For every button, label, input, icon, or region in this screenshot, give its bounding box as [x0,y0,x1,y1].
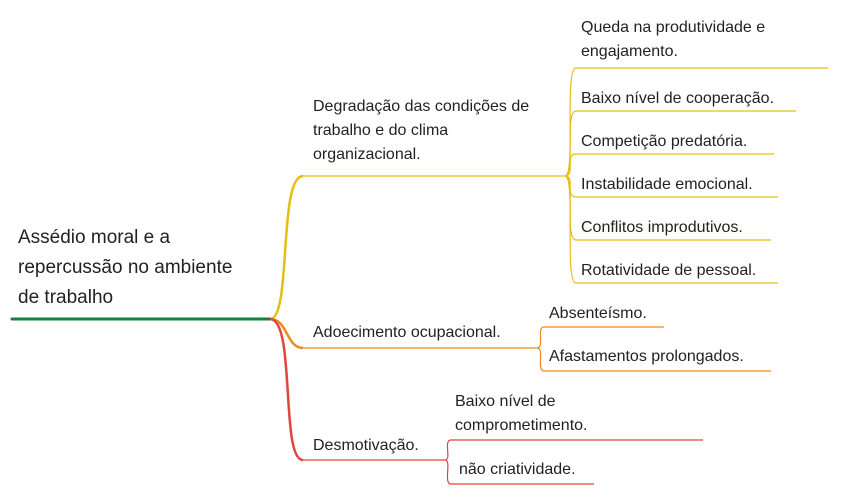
leaf-line-2: engajamento. [581,43,678,60]
branch-node-desmotivacao: Desmotivação. [313,434,419,458]
leaf-line-1: Rotatividade de pessoal. [581,262,757,279]
leaf-node-queda-produtividade: Queda na produtividade e engajamento. [581,16,765,64]
branch-connector-adoecimento [269,317,304,350]
leaf-line-1: Absenteísmo. [549,305,647,322]
branch-line-1: Degradação das condições de [313,98,530,115]
branch-line-1: Adoecimento ocupacional. [313,324,501,341]
leaf-connector-comprometimento [444,439,452,461]
leaf-node-baixo-comprometimento: Baixo nível de comprometimento. [455,390,588,438]
leaf-connector-cooperacao [564,110,577,177]
leaf-line-1: Queda na produtividade e [581,19,766,36]
leaf-node-conflitos-improdutivos: Conflitos improdutivos. [581,216,743,240]
branch-connector-desmotivacao [269,317,304,462]
leaf-node-baixo-cooperacao: Baixo nível de cooperação. [581,87,774,111]
root-line-2: repercussão no ambiente [18,257,233,278]
leaf-connector-competicao [564,153,577,177]
leaf-node-absenteismo: Absenteísmo. [549,302,647,326]
leaf-line-1: Instabilidade emocional. [581,176,753,193]
root-line-1: Assédio moral e a [18,227,171,248]
leaf-line-1: não criatividade. [459,461,576,478]
leaf-node-competicao-predatoria: Competição predatória. [581,130,747,154]
leaf-line-1: Competição predatória. [581,133,748,150]
leaf-node-instabilidade-emocional: Instabilidade emocional. [581,173,753,197]
leaf-connector-criatividade [444,459,452,485]
leaf-line-1: Conflitos improdutivos. [581,219,743,236]
leaf-node-nao-criatividade: não criatividade. [459,458,576,482]
branch-line-1: Desmotivação. [313,437,419,454]
leaf-node-rotatividade-pessoal: Rotatividade de pessoal. [581,259,756,283]
leaf-line-1: Baixo nível de cooperação. [581,90,775,107]
leaf-node-afastamentos-prolongados: Afastamentos prolongados. [549,345,744,369]
leaf-line-1: Afastamentos prolongados. [549,348,744,365]
branch-line-3: organizacional. [313,146,421,163]
branch-node-degradacao: Degradação das condições de trabalho e d… [313,95,529,167]
leaf-connector-afastamentos [536,347,545,372]
leaf-line-1: Baixo nível de [455,393,556,410]
leaf-connector-rotatividade [564,175,577,284]
root-line-3: de trabalho [18,287,114,308]
leaf-connector-absenteismo [536,326,545,349]
branch-node-adoecimento: Adoecimento ocupacional. [313,321,501,345]
leaf-line-2: comprometimento. [455,417,588,434]
root-node: Assédio moral e a repercussão no ambient… [18,223,232,313]
branch-connector-degradacao [269,174,304,321]
branch-line-2: trabalho e do clima [313,122,449,139]
